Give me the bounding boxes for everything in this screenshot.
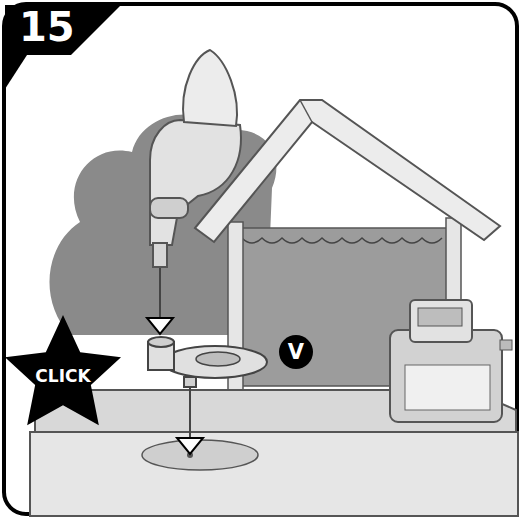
circle-shape — [279, 335, 313, 369]
callout-letter: V — [288, 342, 304, 363]
insert-arrow — [189, 387, 191, 440]
step-number-tab: 15 — [5, 5, 121, 95]
register-paper — [405, 365, 490, 410]
register-screen — [418, 308, 462, 326]
part-peg — [184, 377, 196, 387]
cash-register — [390, 330, 502, 422]
awning-edge — [242, 238, 442, 243]
figure-arm — [150, 198, 188, 218]
figure-peg — [153, 243, 167, 267]
figure-body — [150, 120, 241, 245]
arrow-head — [177, 438, 203, 454]
arrow-head — [147, 318, 173, 334]
roof — [195, 100, 500, 242]
part-recess — [196, 352, 240, 366]
click-badge: CLICK — [0, 306, 126, 446]
star-shape — [5, 315, 121, 425]
register-crank — [500, 340, 512, 350]
socket-top — [148, 337, 174, 347]
click-text: CLICK — [35, 368, 90, 385]
tab-shape — [5, 55, 27, 89]
tab-shape — [5, 5, 121, 55]
callout-circle: V — [279, 335, 313, 369]
register-display — [410, 300, 472, 342]
counter-body — [30, 432, 518, 516]
figure-hat — [183, 50, 237, 126]
mount-disk — [142, 440, 258, 470]
part-plate — [163, 346, 267, 378]
insert-arrow — [159, 268, 161, 318]
roof-ridge — [300, 100, 312, 122]
step-number: 15 — [19, 7, 75, 47]
